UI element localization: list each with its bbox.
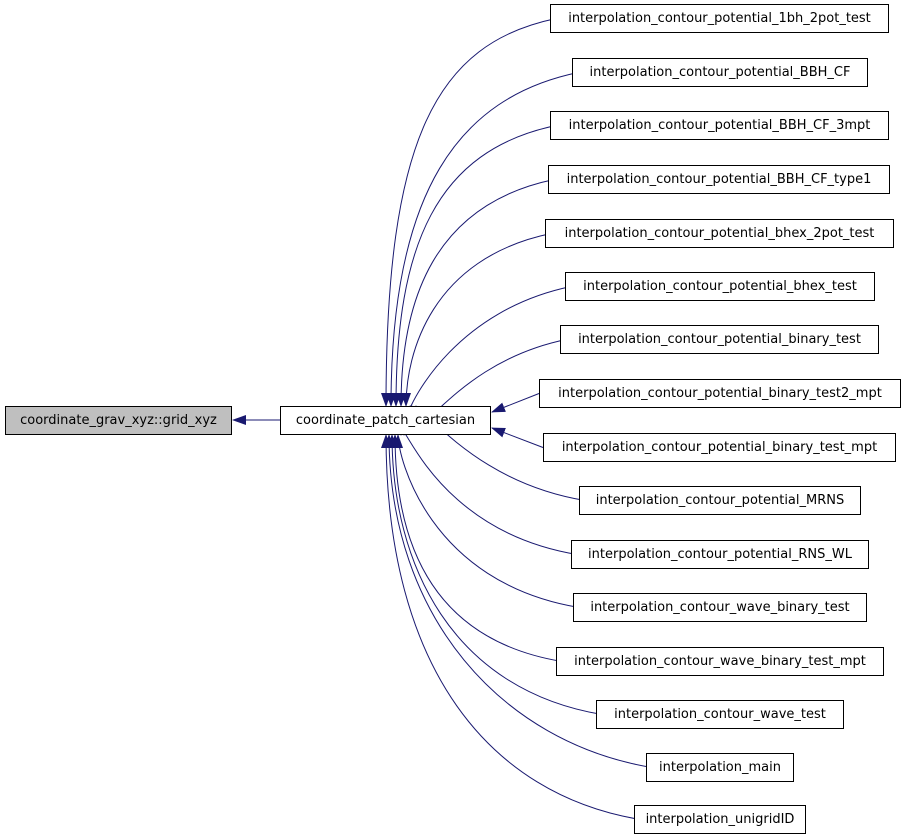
- edge-caller-to-hub: [393, 434, 580, 608]
- node-caller-label: interpolation_contour_potential_binary_t…: [578, 332, 861, 347]
- node-caller-label: interpolation_contour_potential_1bh_2pot…: [568, 11, 871, 26]
- node-caller[interactable]: interpolation_contour_potential_RNS_WL: [571, 540, 869, 569]
- edge-caller-to-hub: [387, 434, 603, 715]
- node-caller[interactable]: interpolation_contour_potential_binary_t…: [539, 379, 901, 408]
- node-hub-function[interactable]: coordinate_patch_cartesian: [280, 406, 491, 435]
- node-caller[interactable]: interpolation_contour_potential_MRNS: [579, 486, 861, 515]
- node-caller[interactable]: interpolation_main: [646, 753, 794, 782]
- node-caller-label: interpolation_contour_potential_BBH_CF_t…: [566, 172, 872, 187]
- edge-caller-to-hub: [381, 434, 641, 820]
- node-caller[interactable]: interpolation_contour_wave_binary_test_m…: [556, 647, 884, 676]
- node-caller[interactable]: interpolation_contour_potential_BBH_CF_3…: [550, 111, 889, 140]
- node-caller-label: interpolation_contour_wave_test: [614, 707, 826, 722]
- node-hub-function-label: coordinate_patch_cartesian: [295, 413, 476, 428]
- node-caller-label: interpolation_contour_wave_binary_test: [590, 600, 850, 615]
- node-caller[interactable]: interpolation_unigridID: [634, 805, 806, 834]
- node-caller-label: interpolation_contour_potential_MRNS: [595, 493, 845, 508]
- node-caller[interactable]: interpolation_contour_potential_binary_t…: [543, 433, 896, 462]
- node-caller-label: interpolation_unigridID: [645, 812, 795, 827]
- edge-caller-to-hub: [401, 233, 552, 407]
- edge-caller-to-hub: [381, 18, 557, 407]
- node-caller[interactable]: interpolation_contour_wave_binary_test: [573, 593, 867, 622]
- node-caller[interactable]: interpolation_contour_potential_bhex_2po…: [545, 219, 894, 248]
- node-caller-label: interpolation_contour_potential_RNS_WL: [588, 547, 852, 562]
- edge-caller-to-hub: [407, 286, 572, 420]
- node-current-function: coordinate_grav_xyz::grid_xyz: [5, 406, 232, 435]
- node-caller-label: interpolation_contour_potential_BBH_CF_3…: [568, 118, 871, 133]
- edge-layer: [232, 18, 653, 820]
- edge-caller-to-hub: [386, 72, 579, 407]
- node-caller[interactable]: interpolation_contour_potential_BBH_CF_t…: [548, 165, 890, 194]
- node-caller-label: interpolation_main: [659, 760, 781, 775]
- node-caller[interactable]: interpolation_contour_wave_test: [596, 700, 844, 729]
- edge-caller-to-hub: [390, 434, 563, 662]
- node-caller[interactable]: interpolation_contour_potential_binary_t…: [560, 325, 879, 354]
- node-caller-label: interpolation_contour_potential_binary_t…: [558, 386, 882, 401]
- node-caller-label: interpolation_contour_potential_binary_t…: [561, 440, 878, 455]
- node-caller[interactable]: interpolation_contour_potential_1bh_2pot…: [550, 4, 889, 33]
- edge-caller-to-hub: [384, 434, 653, 768]
- node-current-function-label: coordinate_grav_xyz::grid_xyz: [20, 413, 217, 428]
- edge-caller-to-hub: [396, 179, 555, 407]
- edge-caller-to-hub: [491, 427, 544, 448]
- node-caller-label: interpolation_contour_potential_bhex_tes…: [583, 279, 857, 294]
- edge-caller-to-hub: [491, 393, 540, 413]
- edge-caller-to-hub: [391, 125, 557, 407]
- node-caller[interactable]: interpolation_contour_potential_BBH_CF: [572, 58, 868, 87]
- node-caller-label: interpolation_contour_potential_BBH_CF: [589, 65, 851, 80]
- node-caller[interactable]: interpolation_contour_potential_bhex_tes…: [565, 272, 875, 301]
- node-caller-label: interpolation_contour_wave_binary_test_m…: [574, 654, 866, 669]
- node-caller-label: interpolation_contour_potential_bhex_2po…: [564, 226, 875, 241]
